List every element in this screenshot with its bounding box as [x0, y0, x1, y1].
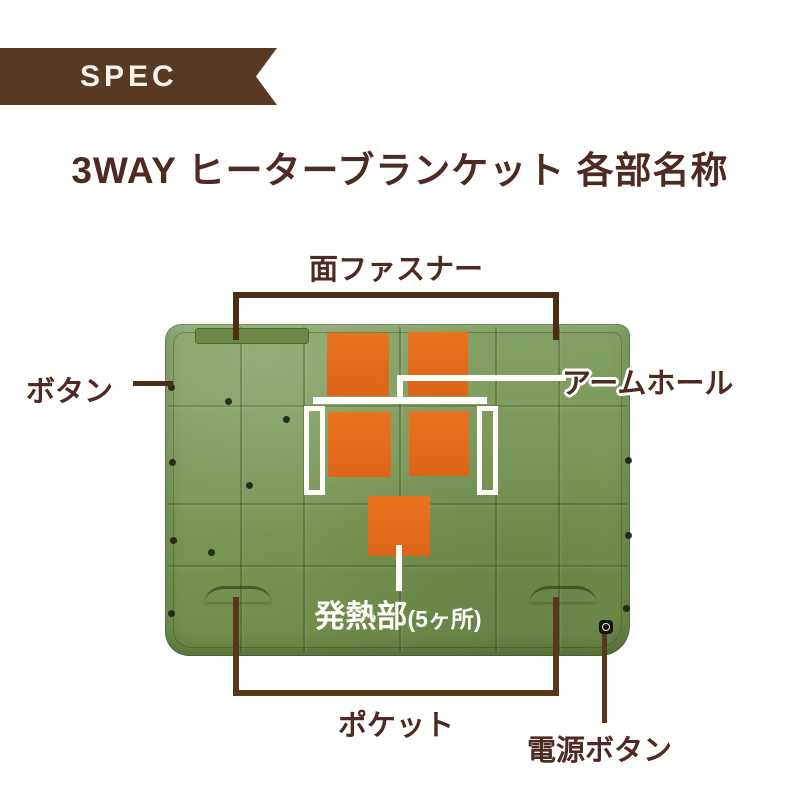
snap-button-dot: [170, 537, 177, 544]
velcro-bracket-line: [233, 292, 559, 340]
armhole-outline-right: [477, 406, 498, 495]
label-heater-count: (5ヶ所): [407, 606, 482, 632]
heater-pointer-line: [396, 545, 402, 591]
pocket-opening: [205, 586, 271, 602]
label-heater: 発熱部(5ヶ所): [280, 591, 516, 636]
label-button: ボタン: [26, 376, 114, 408]
pocket-opening: [530, 586, 596, 602]
button-pointer-line: [133, 381, 173, 386]
label-armhole: アームホール: [562, 368, 734, 400]
snap-button-dot: [168, 384, 175, 391]
quilt-seam: [240, 327, 242, 653]
snap-button-dot: [283, 416, 290, 423]
snap-button-dot: [168, 610, 175, 617]
blanket-edge-seam: [173, 332, 622, 648]
snap-button-dot: [169, 459, 176, 466]
snap-button-dot: [208, 549, 215, 556]
power-symbol-icon: [602, 623, 610, 631]
power-button-icon: [599, 620, 613, 634]
quilt-seam: [399, 327, 401, 653]
spec-ribbon: SPEC: [0, 48, 277, 105]
label-velcro: 面ファスナー: [308, 254, 483, 286]
quilt-seam: [558, 327, 560, 653]
snap-button-dot: [625, 457, 632, 464]
velcro-strip: [195, 328, 309, 344]
snap-button-dot: [225, 398, 232, 405]
snap-button-dot: [623, 605, 630, 612]
power-pointer-line: [602, 634, 607, 723]
armhole-top-line: [313, 397, 487, 404]
spec-ribbon-label: SPEC: [80, 59, 178, 93]
label-power: 電源ボタン: [527, 735, 673, 767]
armhole-pointer-line: [399, 375, 566, 381]
armhole-outline-left: [304, 406, 325, 495]
pocket-bracket-line: [233, 597, 559, 696]
label-heater-main: 発熱部: [314, 599, 408, 634]
heating-pad: [409, 411, 469, 476]
snap-button-dot: [246, 482, 253, 489]
snap-button-dot: [625, 532, 632, 539]
heating-pad: [328, 412, 391, 477]
heating-pad: [408, 332, 468, 396]
quilt-seam: [168, 405, 627, 407]
label-pocket: ポケット: [337, 710, 454, 742]
heating-pad: [327, 333, 389, 396]
page-title: 3WAY ヒーターブランケット 各部名称: [71, 150, 729, 191]
armhole-connector-line: [397, 375, 403, 403]
